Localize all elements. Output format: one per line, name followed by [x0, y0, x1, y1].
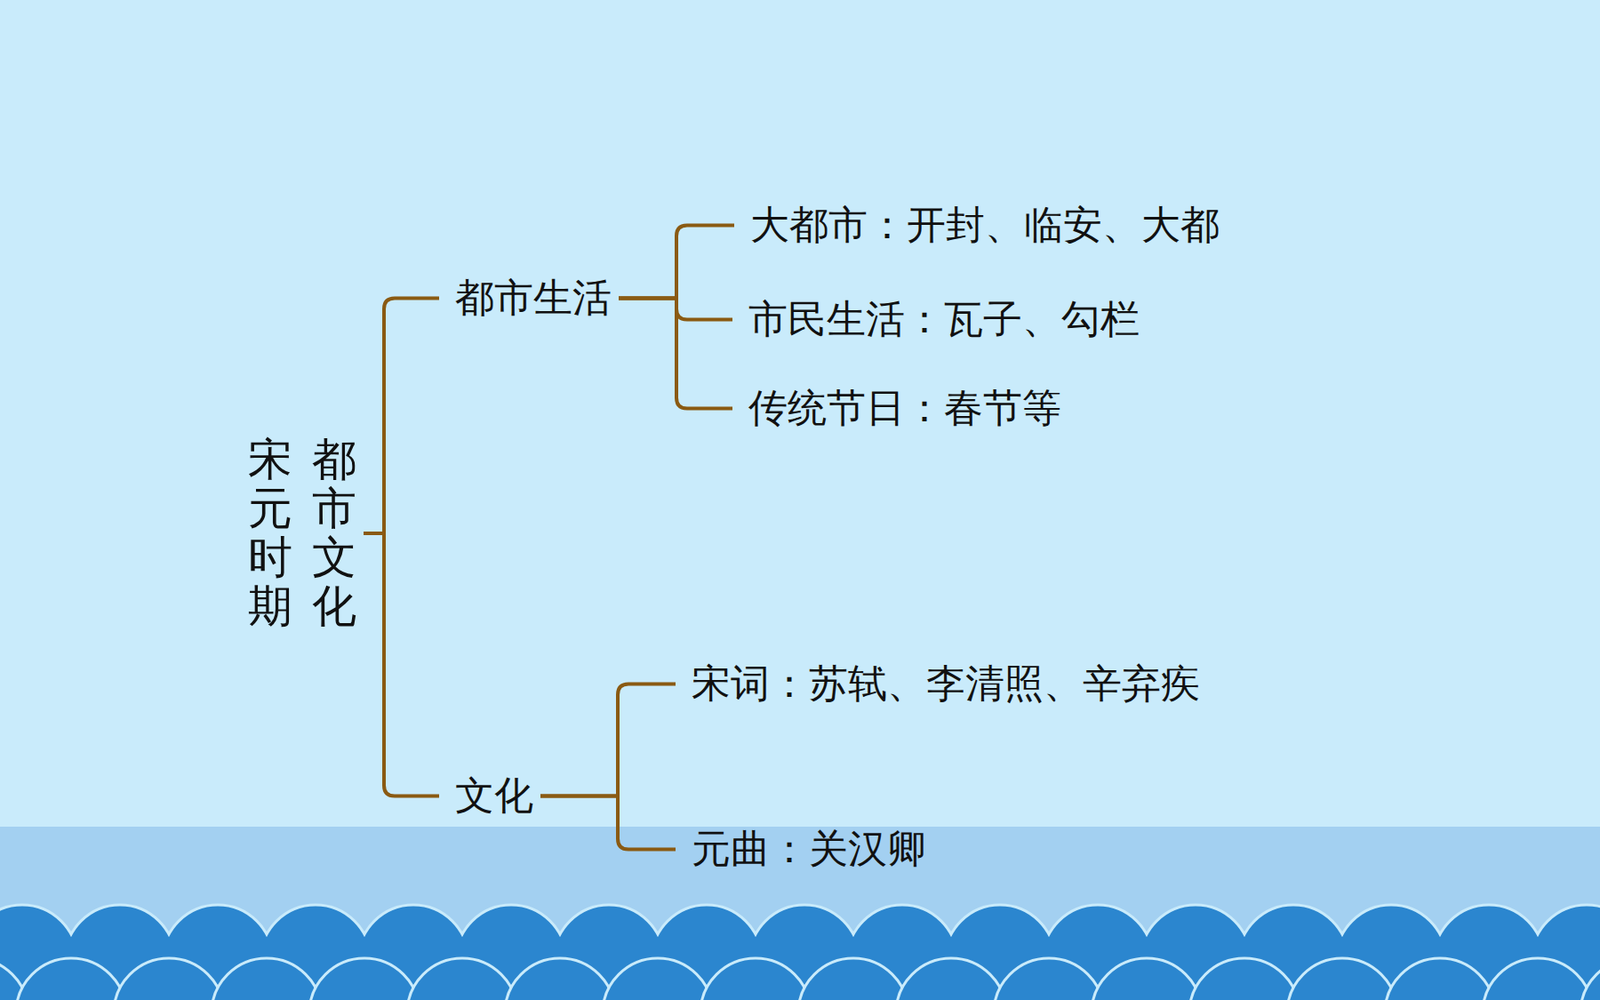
- topic-text: 大都市：开封、临安、大都: [750, 199, 1220, 252]
- topic-text: 文化: [455, 769, 534, 823]
- bracket-connector: [363, 533, 440, 797]
- vertical-title: 都市文化: [312, 435, 357, 632]
- leaf-topic: 宋词：苏轼、李清照、辛弃疾: [691, 657, 1200, 711]
- waves: [0, 897, 1600, 1000]
- bracket-connector: [540, 796, 676, 850]
- leaf-topic: 市民生活：瓦子、勾栏: [748, 293, 1140, 346]
- leaf-topic: 传统节日：春节等: [748, 382, 1062, 435]
- topic-text: 都市生活: [455, 272, 612, 325]
- topic-text: 传统节日：春节等: [748, 382, 1062, 435]
- root-columns: 宋元时期都市文化: [248, 435, 357, 632]
- branch-topic: 文化: [455, 769, 534, 823]
- leaf-topic: 元曲：关汉卿: [691, 823, 927, 876]
- bracket-connector: [540, 684, 676, 797]
- leaf-topic: 大都市：开封、临安、大都: [750, 199, 1220, 252]
- bracket-connector: [363, 298, 440, 535]
- vertical-title: 宋元时期: [248, 435, 293, 632]
- topic-text: 元曲：关汉卿: [691, 823, 927, 876]
- topic-text: 市民生活：瓦子、勾栏: [748, 293, 1140, 346]
- branch-topic: 都市生活: [455, 272, 612, 325]
- topic-text: 宋词：苏轼、李清照、辛弃疾: [691, 657, 1200, 711]
- root-topic: 宋元时期都市文化: [248, 435, 357, 632]
- bracket-connector: [618, 298, 733, 409]
- bracket-connector: [618, 225, 735, 299]
